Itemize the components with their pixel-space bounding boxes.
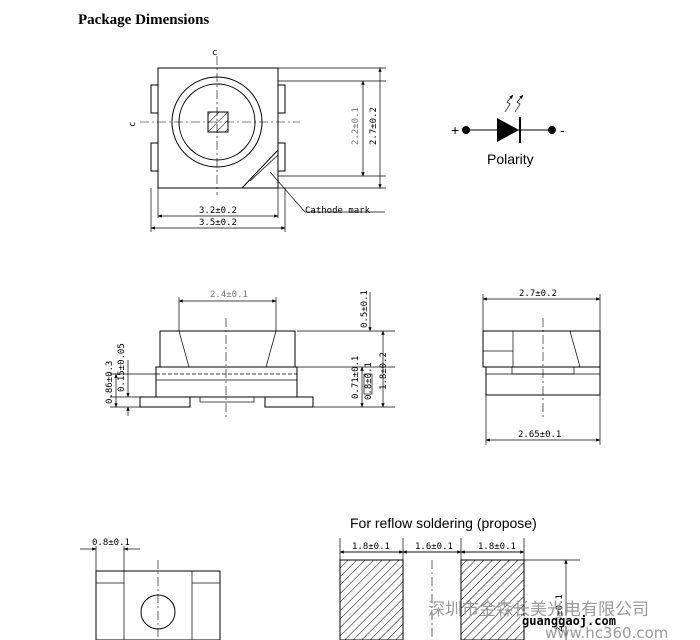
polarity-symbol: + - Polarity — [451, 94, 565, 167]
dim-bottom-0-8: 0.8±0.1 — [92, 538, 130, 548]
dim-height-0-8: 0.8±0.1 — [364, 362, 374, 400]
watermark-site-2: www.hc360.com — [545, 624, 668, 640]
dim-width-3-5: 3.5±0.2 — [199, 218, 237, 228]
bottom-view: 0.8±0.1 — [80, 538, 221, 640]
side-view: 2.7±0.2 2.65±0.1 — [482, 289, 601, 445]
dim-pad-height: 2.4±0.1 — [555, 594, 565, 632]
dim-pad-1-8-left: 1.8±0.1 — [352, 542, 390, 552]
dim-height-0-86: 0.86±0.3 — [105, 361, 115, 404]
dim-height-0-5: 0.5±0.1 — [360, 290, 370, 328]
dim-height-0-15: 0.15±0.05 — [117, 343, 127, 392]
reflow-label: For reflow soldering (propose) — [350, 515, 537, 531]
dim-height-1-8: 1.8±0.2 — [379, 352, 389, 390]
dim-height-2-2: 2.2±0.1 — [351, 107, 361, 145]
center-mark-top: c — [212, 48, 217, 58]
dim-side-2-65: 2.65±0.1 — [518, 430, 561, 440]
watermark-company: 深圳市金森长美光电有限公司 — [428, 600, 649, 620]
minus-sign: - — [560, 122, 565, 138]
watermark-site-1: guanggaoj.com — [522, 614, 616, 628]
polarity-label: Polarity — [487, 151, 534, 167]
watermark: 深圳市金森长美光电有限公司 guanggaoj.com www.hc360.co… — [428, 600, 678, 640]
dim-height-0-71: 0.71±0.1 — [351, 356, 361, 399]
dim-lens-2-4: 2.4±0.1 — [210, 290, 248, 300]
top-view: c c 3.2±0.2 3.5±0.2 2.2±0.1 2.7±0.2 Cath… — [128, 48, 386, 232]
dim-width-3-2: 3.2±0.2 — [199, 206, 237, 216]
front-view: 2.4±0.1 0.5±0.1 0.71±0.1 1.8±0.2 0.8±0.1… — [105, 290, 395, 420]
page-title: Package Dimensions — [78, 12, 210, 28]
dim-height-2-7: 2.7±0.2 — [369, 107, 379, 145]
center-mark-left: c — [128, 122, 138, 127]
dim-pad-1-8-right: 1.8±0.1 — [478, 542, 516, 552]
plus-sign: + — [451, 122, 459, 138]
dim-pad-gap-1-6: 1.6±0.1 — [415, 542, 453, 552]
cathode-mark-label: Cathode mark — [305, 206, 371, 216]
dim-side-2-7: 2.7±0.2 — [519, 289, 557, 299]
reflow-pad-layout: For reflow soldering (propose) 1.8±0.1 1… — [339, 515, 580, 640]
